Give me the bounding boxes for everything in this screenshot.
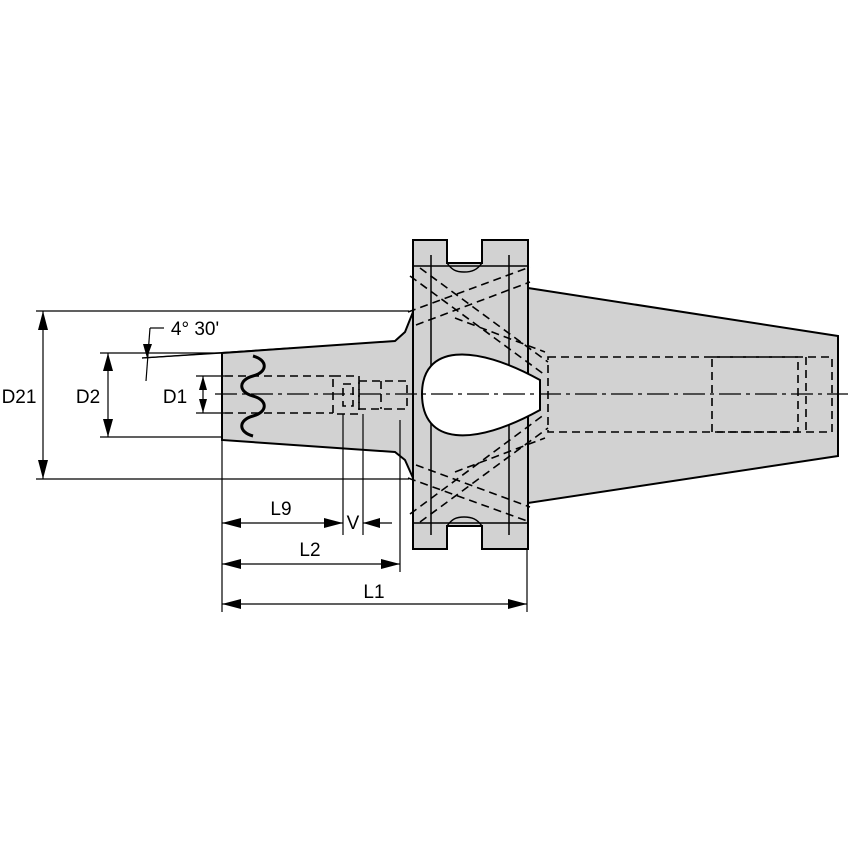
- central-bore: [420, 353, 541, 437]
- holder-body: [221, 239, 839, 550]
- nose-thread: [240, 354, 266, 438]
- label-v: V: [347, 513, 360, 534]
- label-l9: L9: [270, 499, 291, 520]
- dim-angle: [141, 327, 291, 382]
- label-d1: D1: [163, 387, 187, 408]
- label-angle: 4° 30': [171, 319, 219, 340]
- label-l1: L1: [363, 582, 384, 603]
- extension-lines: [221, 414, 528, 612]
- dim-v: [363, 518, 392, 528]
- dim-l1: [222, 599, 527, 609]
- label-d2: D2: [76, 387, 100, 408]
- label-l2: L2: [299, 540, 320, 561]
- dim-l2: [222, 559, 400, 569]
- dim-d1: [196, 375, 225, 414]
- dim-l9: [222, 518, 343, 528]
- dim-d2: [100, 352, 222, 438]
- label-d21: D21: [2, 387, 37, 408]
- taper-shank: [527, 286, 839, 505]
